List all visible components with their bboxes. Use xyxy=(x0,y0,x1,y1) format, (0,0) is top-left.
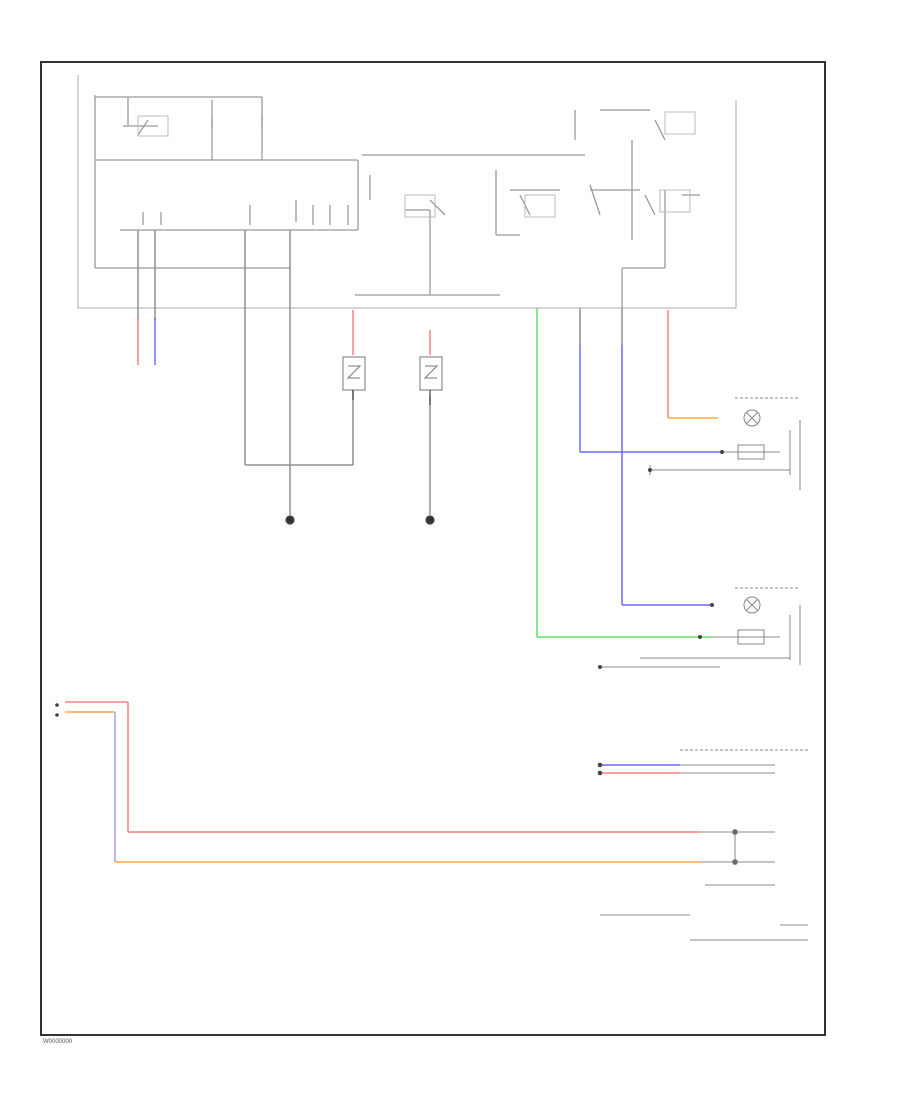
ground-symbols xyxy=(285,390,435,525)
left-lamp-assembly xyxy=(600,587,801,668)
connector-dots xyxy=(55,450,724,776)
footer-code: W0000000 xyxy=(43,1039,73,1045)
fuse-box-internal-wiring xyxy=(94,95,700,308)
red-wires xyxy=(137,310,669,418)
lamp-symbols xyxy=(342,356,443,391)
lamp-filaments xyxy=(346,365,439,379)
right-lamp-assembly xyxy=(649,397,801,490)
fuse-box-outline xyxy=(77,75,737,309)
green-wire xyxy=(536,308,712,638)
grey-wires xyxy=(137,230,623,515)
blue-wires xyxy=(154,318,722,766)
diagram-border xyxy=(40,61,826,1036)
lower-harness xyxy=(65,701,700,863)
combination-switch xyxy=(600,749,808,941)
relay-symbols xyxy=(137,111,696,218)
